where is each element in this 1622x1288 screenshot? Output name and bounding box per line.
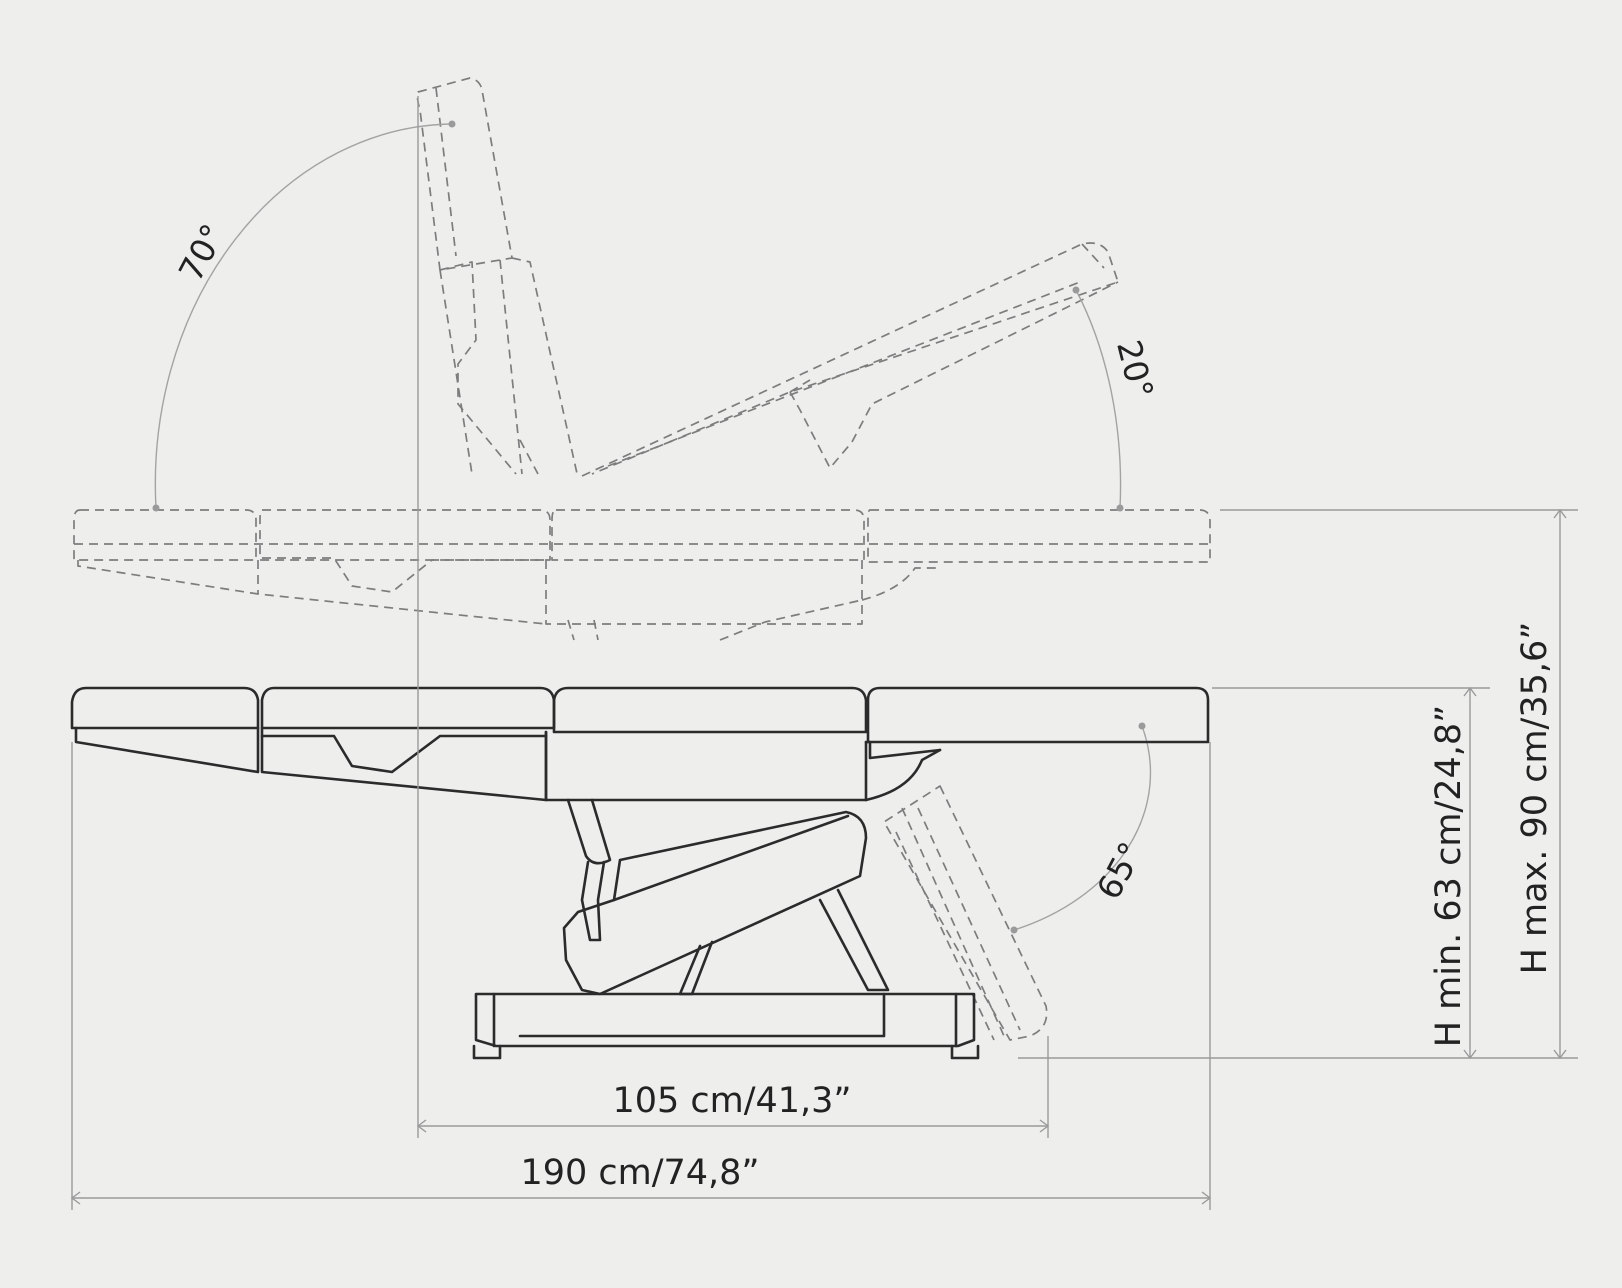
raised-seat-section	[259, 509, 551, 561]
seat-cushion	[260, 686, 556, 730]
raised-position-outline	[73, 77, 1211, 641]
legrest-angle-label: 20°	[1109, 336, 1161, 402]
reclined-backrest	[416, 77, 513, 271]
raised-legrest	[581, 242, 1119, 477]
angle-indicators	[152, 120, 1152, 934]
dimension-lines	[70, 96, 1578, 1210]
lift-arm	[566, 798, 612, 865]
head-cushion	[70, 686, 260, 730]
footrest-angle-label: 65°	[1089, 836, 1151, 906]
total-width-label: 190 cm/74,8”	[520, 1153, 759, 1193]
max-height-label: H max. 90 cm/35,6”	[1515, 622, 1555, 975]
raised-foot-section	[867, 509, 1211, 563]
base-width-label: 105 cm/41,3”	[612, 1081, 851, 1121]
footrest-angle-arc	[1013, 725, 1152, 931]
min-height-label: H min. 63 cm/24,8”	[1429, 705, 1469, 1048]
low-position-outline	[70, 686, 1210, 1060]
motor-housing	[562, 810, 868, 996]
backrest-angle-label: 70°	[171, 218, 233, 288]
legrest-angle-arc	[1075, 289, 1122, 509]
lowered-footrest-outline	[883, 785, 1048, 1041]
base-frame	[474, 992, 976, 1048]
backrest-angle-arc	[154, 123, 453, 509]
raised-head-section	[73, 509, 257, 561]
raised-middle-section	[551, 509, 865, 561]
foot-cushion	[866, 686, 1210, 744]
middle-cushion	[552, 686, 868, 734]
